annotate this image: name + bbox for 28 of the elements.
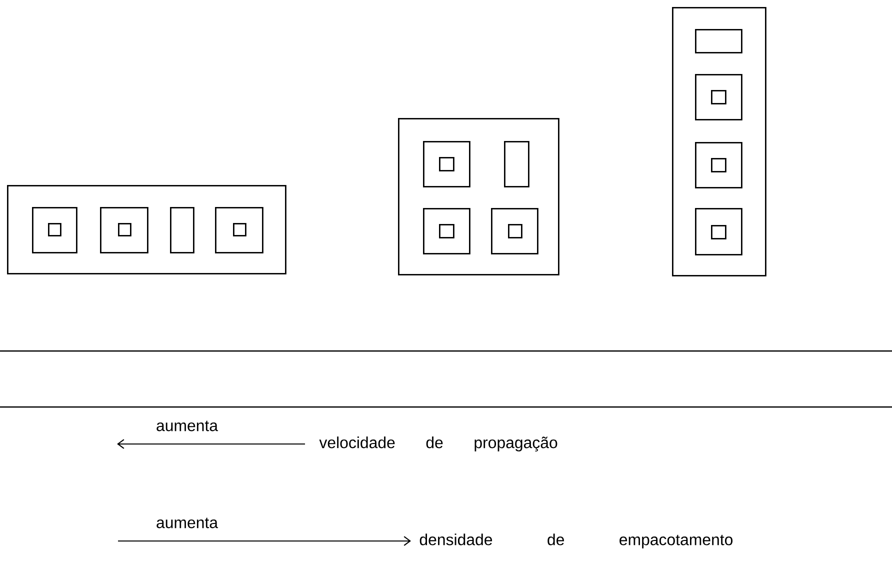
- direction-label: aumenta: [156, 518, 218, 528]
- inner-square: [439, 224, 454, 238]
- package-box: [398, 118, 560, 276]
- component-box: [695, 142, 742, 188]
- inner-square: [711, 158, 726, 172]
- inner-square: [233, 223, 246, 236]
- component-box: [491, 208, 538, 254]
- component-box: [695, 208, 742, 256]
- quantity-label: densidade de empacotamento: [420, 534, 732, 548]
- component-box: [170, 207, 194, 254]
- inner-square: [711, 225, 726, 240]
- component-box: [423, 208, 470, 254]
- direction-label: aumenta: [156, 420, 218, 432]
- inner-square: [118, 223, 132, 236]
- component-box: [695, 29, 742, 54]
- inner-square: [439, 157, 454, 172]
- inner-square: [48, 223, 62, 236]
- component-box: [504, 141, 530, 188]
- package-box: [7, 185, 286, 274]
- component-box: [215, 207, 264, 254]
- inner-square: [711, 90, 726, 104]
- component-box: [695, 74, 742, 120]
- component-box: [100, 207, 148, 254]
- quantity-label: velocidade de propagação: [319, 436, 558, 452]
- component-box: [423, 141, 470, 188]
- component-box: [32, 207, 78, 254]
- inner-square: [508, 224, 522, 238]
- package-box: [672, 7, 766, 276]
